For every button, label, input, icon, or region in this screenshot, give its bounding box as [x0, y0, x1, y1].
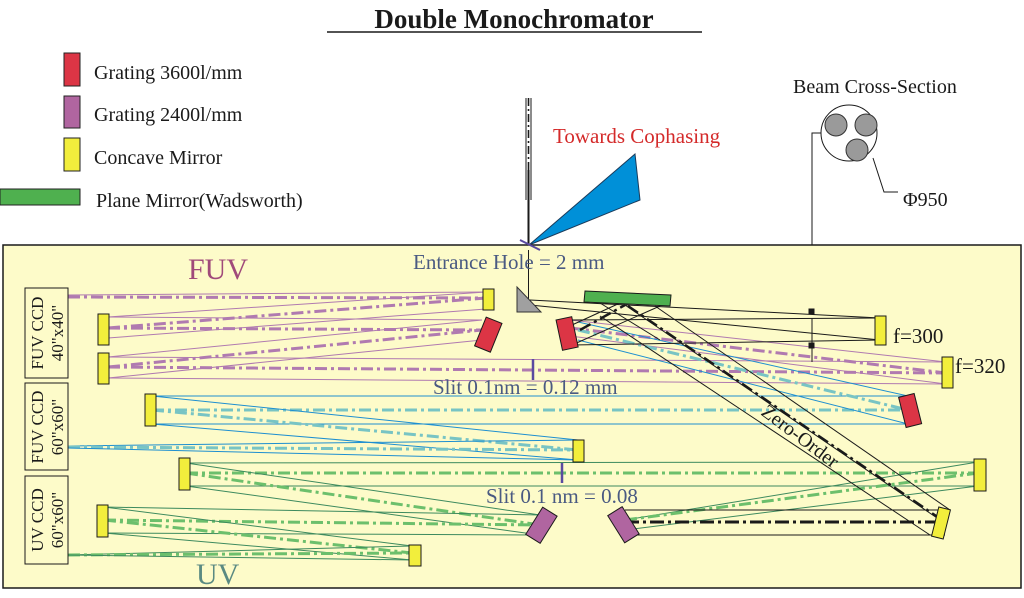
legend-swatch-grating-2400 [63, 95, 81, 129]
concave-mirror [482, 288, 495, 311]
zero-order-beam [599, 304, 951, 536]
concave-mirror [973, 458, 987, 492]
slit-fuv-label: Slit 0.1nm = 0.12 mm [433, 375, 618, 399]
uv-rays [67, 461, 979, 561]
diagram-title: Double Monochromator [374, 4, 653, 34]
concave-mirror [97, 352, 110, 385]
grating-2400 [525, 506, 558, 545]
beam-cross-section-label: Beam Cross-Section [793, 76, 957, 98]
incoming-beam [525, 98, 532, 250]
detector-fov: 40"x40" [48, 305, 67, 361]
legend-label-concave-mirror: Concave Mirror [94, 147, 223, 169]
concave-mirror [930, 506, 952, 540]
entrance-hole-marker [519, 239, 541, 251]
concave-mirror-f300 [874, 315, 887, 346]
concave-mirror [96, 504, 109, 538]
concave-mirror [408, 544, 422, 567]
concave-mirror [97, 313, 110, 346]
detector-fuv-60: FUV CCD 60"x60" [24, 382, 69, 471]
uv-band-label: UV [196, 558, 240, 591]
legend-swatch-concave-mirror [63, 137, 81, 172]
pickoff-prism [516, 285, 543, 313]
f320-label: f=320 [955, 354, 1005, 378]
collimated-beam [529, 299, 881, 362]
detector-fov: 60"x60" [48, 492, 67, 548]
beam-cross-section: Beam Cross-Section Φ950 [793, 76, 957, 318]
beam-spot [824, 113, 848, 137]
grating-3600 [555, 316, 579, 351]
concave-mirror [178, 457, 191, 491]
grating-3600 [898, 392, 923, 429]
entrance-hole-label: Entrance Hole = 2 mm [413, 250, 604, 274]
beam-spot [845, 138, 869, 162]
detector-fuv-40: FUV CCD 40"x40" [24, 287, 69, 379]
concave-mirror [572, 439, 585, 463]
towards-cophasing-label: Towards Cophasing [553, 124, 721, 148]
detector-fov: 60"x60" [48, 399, 67, 455]
phi-950-label: Φ950 [903, 189, 948, 211]
legend-swatch-grating-3600 [63, 52, 81, 87]
detector-name: UV CCD [28, 488, 47, 551]
concave-mirror [144, 393, 157, 427]
grating-2400 [607, 505, 640, 544]
legend: Grating 3600l/mm Grating 2400l/mm Concav… [0, 52, 303, 212]
legend-label-grating-3600: Grating 3600l/mm [94, 62, 243, 84]
concave-mirror-f320 [941, 356, 954, 389]
beam-spot [854, 113, 878, 137]
legend-label-plane-mirror: Plane Mirror(Wadsworth) [96, 190, 303, 212]
detector-name: FUV CCD [28, 297, 47, 370]
legend-swatch-plane-mirror [0, 188, 81, 206]
cophasing-beam [528, 153, 641, 246]
grating-3600 [473, 316, 503, 353]
detector-uv-60: UV CCD 60"x60" [24, 475, 69, 565]
slit-uv-label: Slit 0.1 nm = 0.08 [486, 484, 638, 508]
fuv-40-rays [67, 291, 947, 385]
legend-label-grating-2400: Grating 2400l/mm [94, 104, 243, 126]
plane-mirror-wadsworth [583, 290, 672, 307]
fuv-band-label: FUV [188, 253, 248, 286]
f300-label: f=300 [893, 324, 943, 348]
detector-name: FUV CCD [28, 391, 47, 464]
